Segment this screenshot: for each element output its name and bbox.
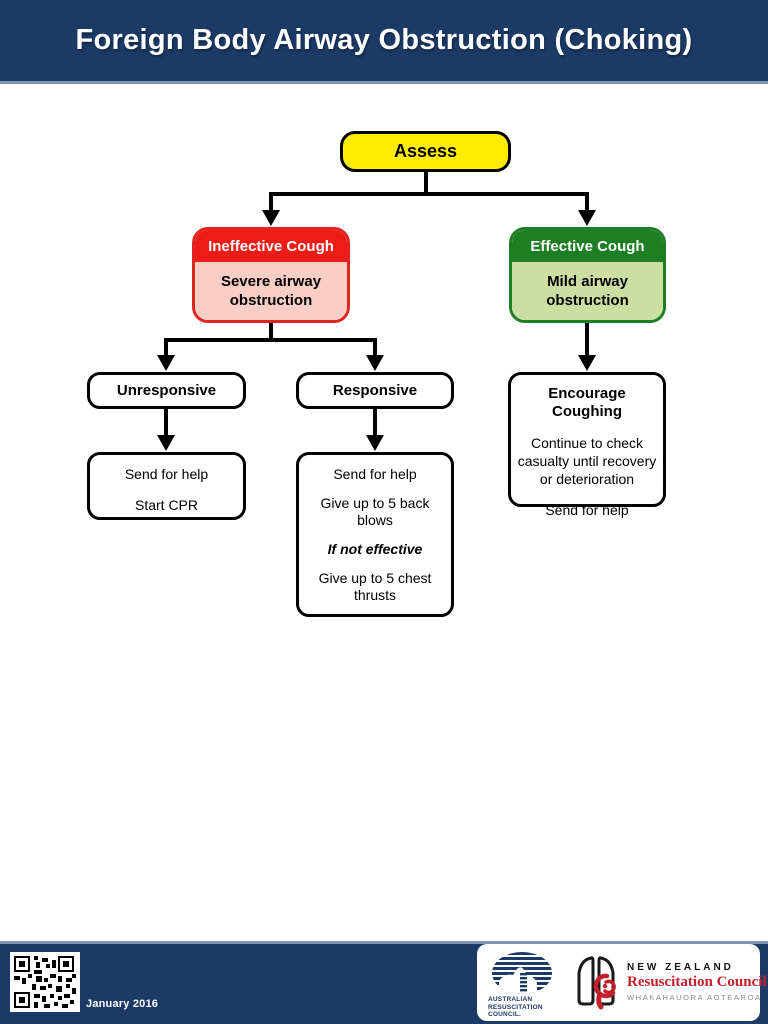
node-effective-body: Mild airway obstruction — [512, 262, 663, 320]
arrowhead — [157, 355, 384, 371]
connector-line — [269, 170, 589, 215]
action-send-for-help: Send for help — [124, 466, 209, 482]
node-ineffective-cough: Ineffective Cough Severe airway obstruct… — [192, 227, 350, 323]
node-unresponsive-actions: Send for help Start CPR — [87, 452, 246, 520]
arrowhead — [366, 435, 384, 451]
nzrc-text-line3: WHAKAHAUORA AOTEAROA — [627, 993, 762, 1002]
node-unresponsive: Unresponsive — [87, 372, 246, 409]
arc-logo-icon — [492, 952, 552, 994]
action-chest-thrusts: Give up to 5 chest thrusts — [318, 570, 432, 603]
action-send-for-help: Send for help — [333, 466, 417, 482]
arrowhead — [157, 435, 175, 451]
arrowhead — [262, 210, 596, 226]
node-encourage-header: Encourage Coughing — [548, 385, 626, 420]
connector-line — [164, 321, 377, 360]
arc-text-line2: RESUSCITATION — [488, 1003, 543, 1011]
node-unresponsive-label: Unresponsive — [116, 382, 217, 399]
node-assess-label: Assess — [393, 141, 458, 161]
footer-date: January 2016 — [86, 998, 159, 1010]
nzrc-logo-text: NEW ZEALAND Resuscitation Council WHAKAH… — [627, 962, 767, 1002]
nzrc-lungs-icon — [577, 956, 616, 1010]
arc-logo-text: AUSTRALIAN RESUSCITATION COUNCIL. — [488, 996, 543, 1019]
nzrc-text-line2: Resuscitation Council — [627, 974, 767, 990]
title-bar: Foreign Body Airway Obstruction (Choking… — [0, 0, 768, 84]
logo-panel: AUSTRALIAN RESUSCITATION COUNCIL. NEW ZE… — [477, 944, 767, 1021]
action-continue-check: Continue to check casualty until recover… — [517, 435, 657, 487]
node-responsive-actions: Send for help Give up to 5 back blows If… — [296, 452, 454, 617]
node-responsive-label: Responsive — [332, 382, 418, 399]
koru-spiral-icon — [593, 973, 616, 1010]
node-responsive: Responsive — [296, 372, 454, 409]
node-assess: Assess — [340, 131, 511, 172]
page-title: Foreign Body Airway Obstruction (Choking… — [75, 24, 693, 56]
nzrc-text-line1: NEW ZEALAND — [627, 962, 734, 973]
node-ineffective-header: Ineffective Cough — [195, 230, 347, 262]
node-effective-cough: Effective Cough Mild airway obstruction — [509, 227, 666, 323]
node-ineffective-body: Severe airway obstruction — [195, 262, 347, 320]
node-encourage-coughing: Encourage Coughing Continue to check cas… — [508, 372, 666, 518]
arrowhead — [578, 355, 596, 371]
action-send-for-help: Send for help — [545, 502, 629, 518]
action-back-blows: Give up to 5 back blows — [320, 495, 430, 528]
action-start-cpr: Start CPR — [134, 497, 198, 513]
action-if-not-effective: If not effective — [327, 541, 423, 557]
arc-text-line1: AUSTRALIAN — [488, 996, 533, 1003]
arc-text-line3: COUNCIL. — [488, 1011, 522, 1018]
node-effective-header: Effective Cough — [512, 230, 663, 262]
qr-code — [10, 952, 80, 1012]
